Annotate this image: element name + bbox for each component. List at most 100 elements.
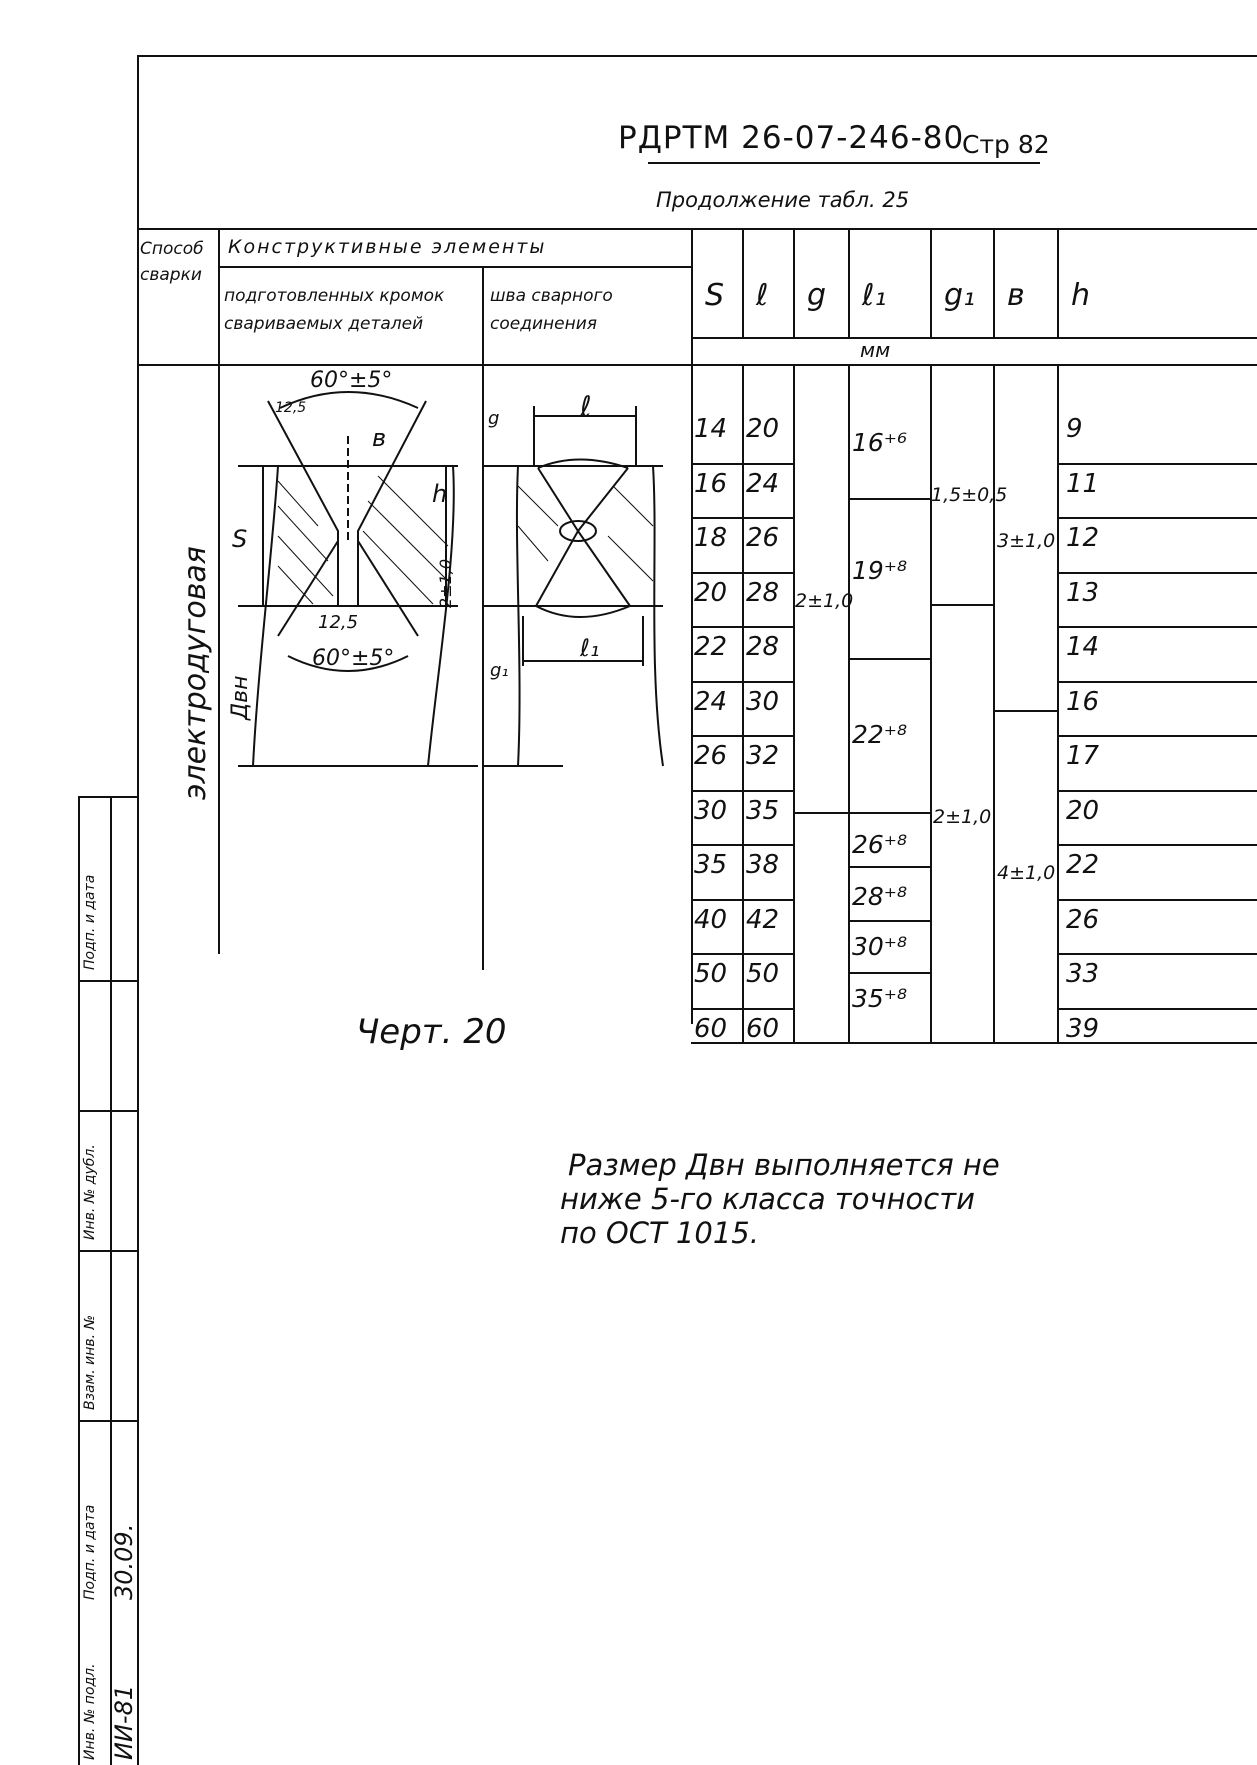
column-header-g: g	[807, 278, 827, 313]
dim-col-line	[930, 228, 932, 338]
table-cell-l: 50	[746, 959, 780, 989]
table-cell-l: 28	[746, 577, 780, 608]
stamp-sep-2	[78, 1110, 138, 1112]
l-label: ℓ	[580, 390, 592, 423]
dim-col-line	[793, 366, 795, 1042]
column-header-h: h	[1071, 278, 1091, 313]
l1-row-line	[848, 972, 930, 974]
row-line	[691, 626, 793, 628]
l1-row-line	[848, 498, 930, 500]
column-header-l: ℓ	[756, 278, 769, 313]
row-line	[691, 844, 793, 846]
prepared-edges-header: подготовленных кромок свариваемых детале…	[224, 286, 445, 334]
table-cell-h: 20	[1066, 795, 1100, 826]
stamp-inv-value: ИИ-81	[110, 1684, 138, 1760]
row-line	[691, 735, 793, 737]
b-row-line	[993, 710, 1057, 712]
seam-outer-right	[652, 465, 664, 767]
table-cell-l: 35	[746, 795, 780, 826]
dim-col-line	[1057, 366, 1059, 1042]
left-lower-bevel	[277, 540, 339, 637]
row-line	[1057, 571, 1257, 574]
row-line	[691, 517, 793, 519]
table-cell-s: 20	[694, 577, 728, 608]
stamp-date-value: 30.09.	[110, 1523, 138, 1600]
stamp-sign-date-1: Подп. и дата	[82, 1504, 98, 1600]
table-cell-s: 24	[694, 686, 728, 717]
table-cell-h: 17	[1066, 741, 1100, 771]
merged-cell-l1: 19⁺⁸	[852, 556, 908, 585]
column-header-g1: g₁	[944, 278, 976, 313]
table-cell-h: 16	[1066, 686, 1100, 717]
row-line	[691, 462, 793, 465]
dim-col-line	[993, 228, 995, 338]
left-bevel	[267, 400, 339, 606]
table-cell-s: 14	[694, 414, 728, 444]
merged-cell-l1: 26⁺⁸	[852, 830, 908, 859]
stamp-sign-date-2: Подп. и дата	[82, 874, 98, 970]
l1-row-line	[848, 920, 930, 922]
table-cell-h: 39	[1066, 1013, 1100, 1044]
table-cell-l: 38	[746, 850, 780, 880]
table-cell-l: 60	[746, 1013, 780, 1044]
note-line-1: Размер Двн выполняется не	[568, 1148, 1000, 1182]
row-line	[1057, 735, 1257, 737]
table-cell-s: 26	[694, 741, 728, 771]
drawing-caption: Черт. 20	[356, 1012, 507, 1052]
row-line	[1057, 462, 1257, 465]
merged-cell-b: 4±1,0	[997, 862, 1056, 884]
table-subtitle: Продолжение табл. 25	[656, 188, 910, 212]
tolerance-label: 2±1,0	[436, 558, 455, 608]
table-cell-l: 28	[746, 632, 780, 662]
angle-arc-top	[279, 391, 419, 409]
table-cell-h: 26	[1066, 904, 1100, 935]
table-cell-s: 50	[694, 959, 728, 989]
merged-cell-l1: 30⁺⁸	[852, 932, 908, 961]
dim-col-line	[930, 366, 932, 1042]
units-line	[691, 337, 1257, 339]
col-line-drawing	[482, 266, 484, 970]
table-cell-h: 33	[1066, 959, 1100, 989]
table-cell-h: 9	[1066, 414, 1083, 444]
merged-cell-l1: 16⁺⁶	[852, 428, 908, 457]
weld-root	[535, 605, 631, 618]
header-bottom-line	[137, 364, 1257, 366]
row-line	[1057, 789, 1257, 792]
row-line	[691, 953, 793, 955]
table-cell-s: 16	[694, 468, 728, 499]
page-top-border	[137, 55, 1257, 57]
l1-row-line	[848, 658, 930, 660]
column-header-l1: ℓ₁	[862, 278, 887, 313]
merged-cell-g: 2±1,0	[795, 590, 854, 612]
method-value: электродуговая	[178, 546, 213, 800]
doc-code-underline	[648, 162, 1040, 164]
table-cell-l: 26	[746, 523, 780, 553]
table-cell-l: 24	[746, 468, 780, 499]
row-line	[1057, 517, 1257, 519]
method-col-header: Способ сварки	[140, 239, 204, 285]
b-label: в	[372, 424, 387, 452]
row-line	[691, 571, 793, 574]
table-top-line	[137, 228, 1257, 230]
weld-cap	[537, 458, 629, 469]
header-split-line	[218, 266, 691, 268]
row-line	[691, 680, 793, 683]
h-label: h	[432, 480, 448, 508]
seam-outer-left	[515, 465, 521, 767]
merged-cell-b: 3±1,0	[997, 530, 1056, 552]
angle-arc-bottom	[287, 655, 409, 672]
dim-col-line	[848, 366, 850, 1042]
table-cell-h: 22	[1066, 850, 1100, 880]
stamp-line-2	[110, 796, 112, 1765]
outer-wall-left	[252, 465, 279, 767]
radius-bottom-label: 12,5	[318, 612, 359, 633]
stamp-line-1	[78, 796, 80, 1765]
table-cell-l: 20	[746, 414, 780, 444]
angle-bottom-label: 60°±5°	[312, 646, 395, 671]
right-bevel	[357, 400, 427, 606]
stamp-replace-inv: Взам. инв. №	[82, 1314, 98, 1410]
stamp-sep-3	[78, 1250, 138, 1252]
g1-label: g₁	[490, 660, 509, 681]
units-label: мм	[860, 338, 891, 362]
row-line	[1057, 626, 1257, 628]
